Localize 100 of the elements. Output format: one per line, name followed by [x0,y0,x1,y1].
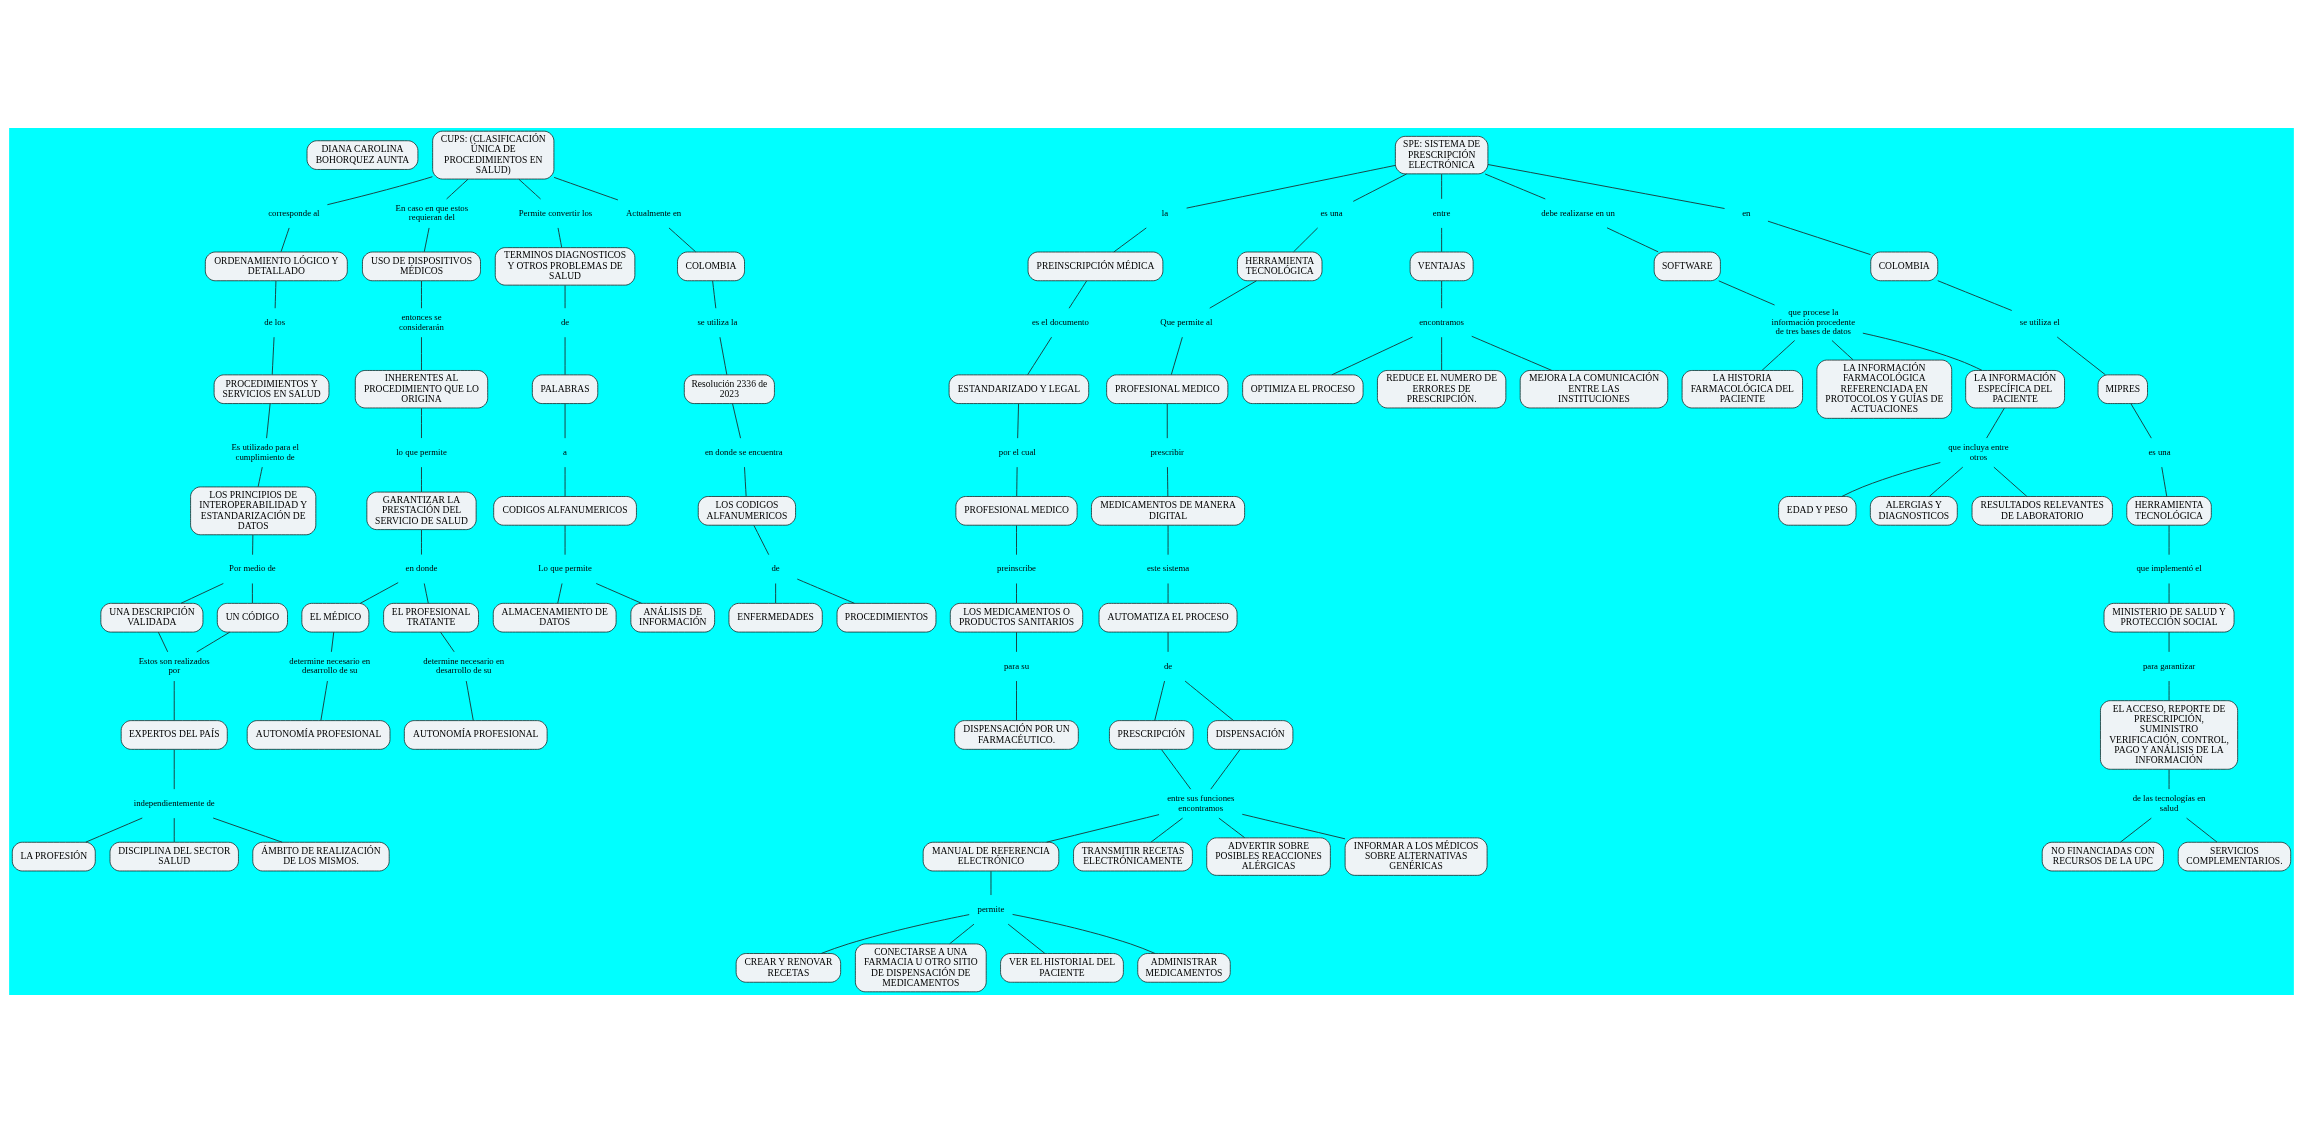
node-box: COLOMBIA [677,251,745,281]
connector [1016,631,1017,652]
node-text: Actualmente en [625,207,682,218]
connector [1293,226,1319,252]
node-box: PROFESIONAL MEDICO [1106,373,1229,404]
connector [1016,582,1017,604]
connector [2056,336,2106,375]
node-box: PREINSCRIPCIÓN MÉDICA [1027,251,1164,281]
node-text: independientemente de [133,797,215,808]
node-box: PROCEDIMIENTOS Y SERVICIOS EN SALUD [213,373,330,404]
connector [271,336,275,375]
node-box: DISCIPLINA DEL SECTOR SALUD [109,841,239,871]
connector [1986,407,2005,439]
connector [421,336,422,371]
node-text: de [771,562,780,573]
node-box: INHERENTES AL PROCEDIMIENTO QUE LO ORIGINA [354,369,489,408]
connector [1761,339,1796,371]
connector [2168,631,2170,652]
connector [1161,748,1192,790]
connector [595,582,643,604]
connector [212,817,283,843]
node-box: NO FINANCIADAS CON RECURSOS DE LA UPC [2041,841,2164,871]
connector [440,631,455,652]
connector [266,402,271,439]
connector [359,581,399,604]
node-box: OPTIMIZA EL PROCESO [1242,373,1364,404]
connector [173,680,175,721]
connector [1184,680,1234,721]
node-box: ESTANDARIZADO Y LEGAL [948,373,1090,404]
node-text: Por medio de [229,562,276,573]
node-text: Es utilizado para el cumplimiento de [231,441,299,462]
connector [753,524,770,555]
node-text: entre sus funciones encontramos [1167,792,1235,813]
connector [1209,279,1257,309]
connector [2186,817,2218,843]
node-box: REDUCE EL NUMERO DE ERRORES DE PRESCRIPCIÓN. [1377,369,1507,408]
node-box: ADVERTIR SOBRE POSIBLES REACCIONES ALÉRGICAS [1206,836,1331,876]
node-text: en donde [405,562,438,573]
connector [446,178,469,199]
connector [320,680,328,721]
connector [564,402,566,439]
node-text: entonces se considerarán [399,311,444,332]
connector [1441,226,1443,252]
connector [1241,813,1346,839]
connector [719,336,728,375]
node-text: en donde se encuentra [704,446,783,457]
node-text: para garantizar [2142,660,2196,671]
connector [1831,339,1854,360]
node-text: es una [1320,207,1343,218]
node-text: Estos son realizados por [138,655,210,675]
connector [1928,466,1964,497]
node-text: determine necesario en desarrollo de su [289,655,371,675]
node-box: LA HISTORIA FARMACOLÓGICA DEL PACIENTE [1681,369,1803,408]
node-box: SPE: SISTEMA DE PRESCRIPCIÓN ELECTRÓNICA [1394,135,1489,174]
node-text: de las tecnologías en salud [2132,792,2206,813]
connector [1113,226,1147,252]
node-box: EL ACCESO, REPORTE DE PRESCRIPCIÓN, SUMINISTRO VERIFICACIÓN, CONTROL, PAGO Y ANÁLISIS DE LA INFORMACIÓN [2100,699,2239,770]
connector [2168,768,2170,790]
node-text: prescribir [1150,446,1185,457]
connector [326,175,433,205]
connector [423,582,429,604]
node-box: HERRAMIENTA TECNOLÓGICA [1237,251,1323,281]
node-box: EXPERTOS DEL PAÍS [120,719,228,750]
connector [1471,335,1553,371]
connector [421,280,422,309]
connector [1484,173,1546,199]
connector [553,176,619,200]
node-text: de los [264,316,286,327]
node-box: DISPENSACIÓN POR UN FARMACÉUTICO. [954,719,1079,750]
node-box: SOFTWARE [1653,251,1721,281]
node-box: MINISTERIO DE SALUD Y PROTECCIÓN SOCIAL [2103,602,2235,632]
connector [251,582,253,604]
connector [1068,280,1088,309]
connector [280,226,290,252]
connector [1993,466,2028,497]
node-text: este sistema [1146,562,1190,573]
connector [1718,279,1776,305]
node-box: MIPRES [2097,373,2148,404]
connector [668,226,697,252]
connector [744,466,747,497]
connector [2119,817,2152,843]
connector [85,817,143,843]
connector [2168,524,2170,555]
node-box: GARANTIZAR LA PRESTACIÓN DEL SERVICIO DE SALUD [366,491,477,530]
node-box: UNA DESCRIPCIÓN VALIDADA [100,602,204,632]
node-box: COLOMBIA [1870,251,1939,281]
node-text: para su [1003,660,1030,671]
node-box: USO DE DISPOSITIVOS MÉDICOS [362,251,481,281]
connector [465,680,474,721]
connector [796,578,855,604]
node-text: es el documento [1031,316,1089,327]
node-box: TERMINOS DIAGNOSTICOS Y OTROS PROBLEMAS DE SALUD [494,246,636,286]
connector [1937,279,2013,311]
node-text: se utiliza el [2019,316,2060,327]
connector [990,870,992,895]
node-text: que procese la información procedente de tres bases de datos [1771,306,1856,336]
connector [1487,163,1726,209]
connector [1170,336,1183,375]
node-box: PRESCRIPCIÓN [1109,719,1194,750]
node-box: SERVICIOS COMPLEMENTARIOS. [2177,841,2292,871]
